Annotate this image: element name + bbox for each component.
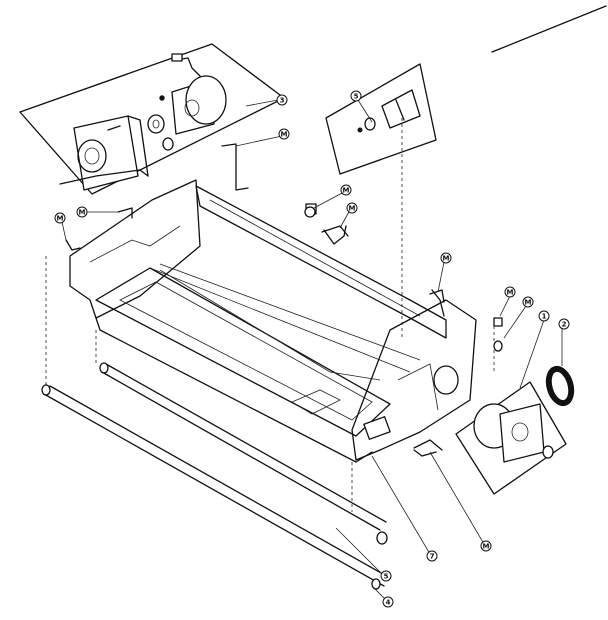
callout-3: 3 <box>276 94 288 106</box>
svg-text:1: 1 <box>542 313 547 321</box>
callout-m-1: M <box>278 128 290 140</box>
svg-text:M: M <box>507 289 514 297</box>
bracket-inset <box>325 63 437 175</box>
svg-text:5: 5 <box>384 573 389 581</box>
svg-text:4: 4 <box>386 599 391 607</box>
callout-5-top: 5 <box>350 90 362 102</box>
svg-text:M: M <box>57 215 64 223</box>
callout-5-bottom: 5 <box>380 570 392 582</box>
drive-belt <box>545 365 575 407</box>
svg-text:2: 2 <box>562 321 567 329</box>
leader-lines <box>61 99 563 601</box>
callout-2: 2 <box>558 318 570 330</box>
small-hardware-parts <box>304 206 445 457</box>
callout-7: 7 <box>426 550 438 562</box>
svg-text:5: 5 <box>354 93 359 101</box>
svg-text:M: M <box>349 205 356 213</box>
svg-text:3: 3 <box>280 97 285 105</box>
svg-text:M: M <box>79 209 86 217</box>
roller-shaft <box>41 362 391 590</box>
callout-m-6: M <box>440 252 452 264</box>
svg-text:M: M <box>281 131 288 139</box>
callout-m-3: M <box>346 202 358 214</box>
svg-text:M: M <box>483 543 490 551</box>
separator-line <box>491 5 607 53</box>
svg-text:M: M <box>343 187 350 195</box>
callout-1: 1 <box>538 310 550 322</box>
main-frame <box>65 143 477 463</box>
callout-m-4: M <box>76 206 88 218</box>
svg-text:7: 7 <box>430 553 435 561</box>
callout-m-2: M <box>340 184 352 196</box>
drive-motor-assembly <box>455 317 567 495</box>
svg-text:M: M <box>525 299 532 307</box>
callout-m-7: M <box>504 286 516 298</box>
callout-m-9: M <box>480 540 492 552</box>
motor-assembly-inset <box>19 43 285 195</box>
svg-text:M: M <box>443 255 450 263</box>
callout-m-5: M <box>54 212 66 224</box>
callout-4: 4 <box>382 596 394 608</box>
callout-m-8: M <box>522 296 534 308</box>
